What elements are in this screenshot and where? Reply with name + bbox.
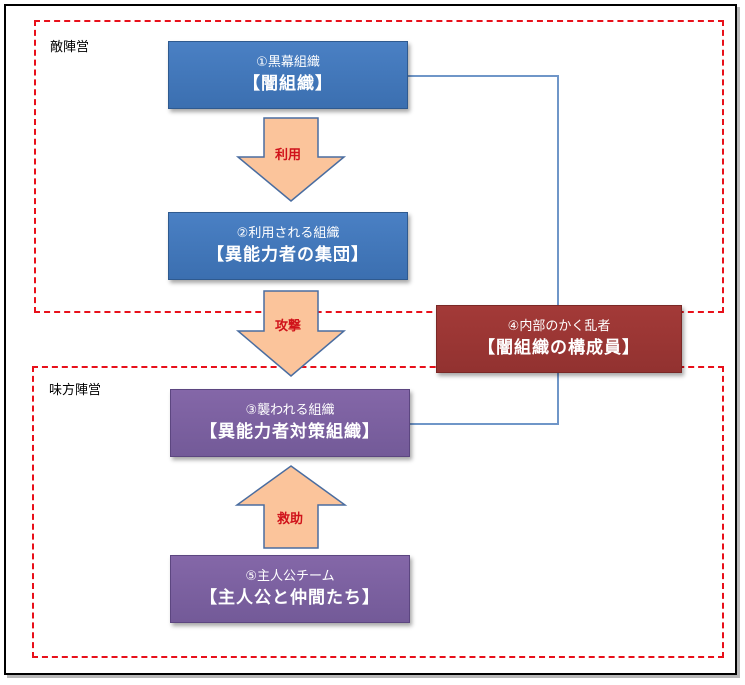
node-used-org-sub: ②利用される組織 (236, 226, 340, 241)
node-dark-org: ①黒幕組織 【闇組織】 (168, 41, 408, 109)
connector-line (408, 75, 559, 425)
node-heroes-sub: ⑤主人公チーム (245, 569, 335, 584)
node-attacked-org-main: 【異能力者対策組織】 (200, 422, 380, 442)
enemy-zone-label: 敵陣営 (50, 40, 90, 55)
arrow-attack-label: 攻撃 (274, 319, 301, 334)
enemy-zone (34, 20, 724, 313)
node-dark-org-sub: ①黒幕組織 (256, 55, 320, 70)
arrow-rescue-label: 救助 (276, 512, 303, 527)
node-insider-main: 【闇組織の構成員】 (478, 338, 640, 358)
arrow-attack (235, 290, 347, 377)
node-used-org-main: 【異能力者の集団】 (207, 245, 369, 265)
arrow-rescue (234, 465, 348, 549)
node-dark-org-main: 【闇組織】 (243, 74, 333, 94)
node-insider-sub: ④内部のかく乱者 (507, 319, 611, 334)
node-used-org: ②利用される組織 【異能力者の集団】 (168, 212, 408, 280)
ally-zone (32, 366, 724, 658)
node-heroes-main: 【主人公と仲間たち】 (200, 588, 380, 608)
node-attacked-org-sub: ③襲われる組織 (245, 403, 335, 418)
arrow-use-label: 利用 (274, 148, 301, 163)
ally-zone-label: 味方陣営 (49, 383, 102, 398)
arrow-use (235, 117, 347, 202)
node-insider: ④内部のかく乱者 【闇組織の構成員】 (436, 305, 682, 373)
node-attacked-org: ③襲われる組織 【異能力者対策組織】 (170, 389, 410, 457)
node-heroes: ⑤主人公チーム 【主人公と仲間たち】 (170, 555, 410, 623)
